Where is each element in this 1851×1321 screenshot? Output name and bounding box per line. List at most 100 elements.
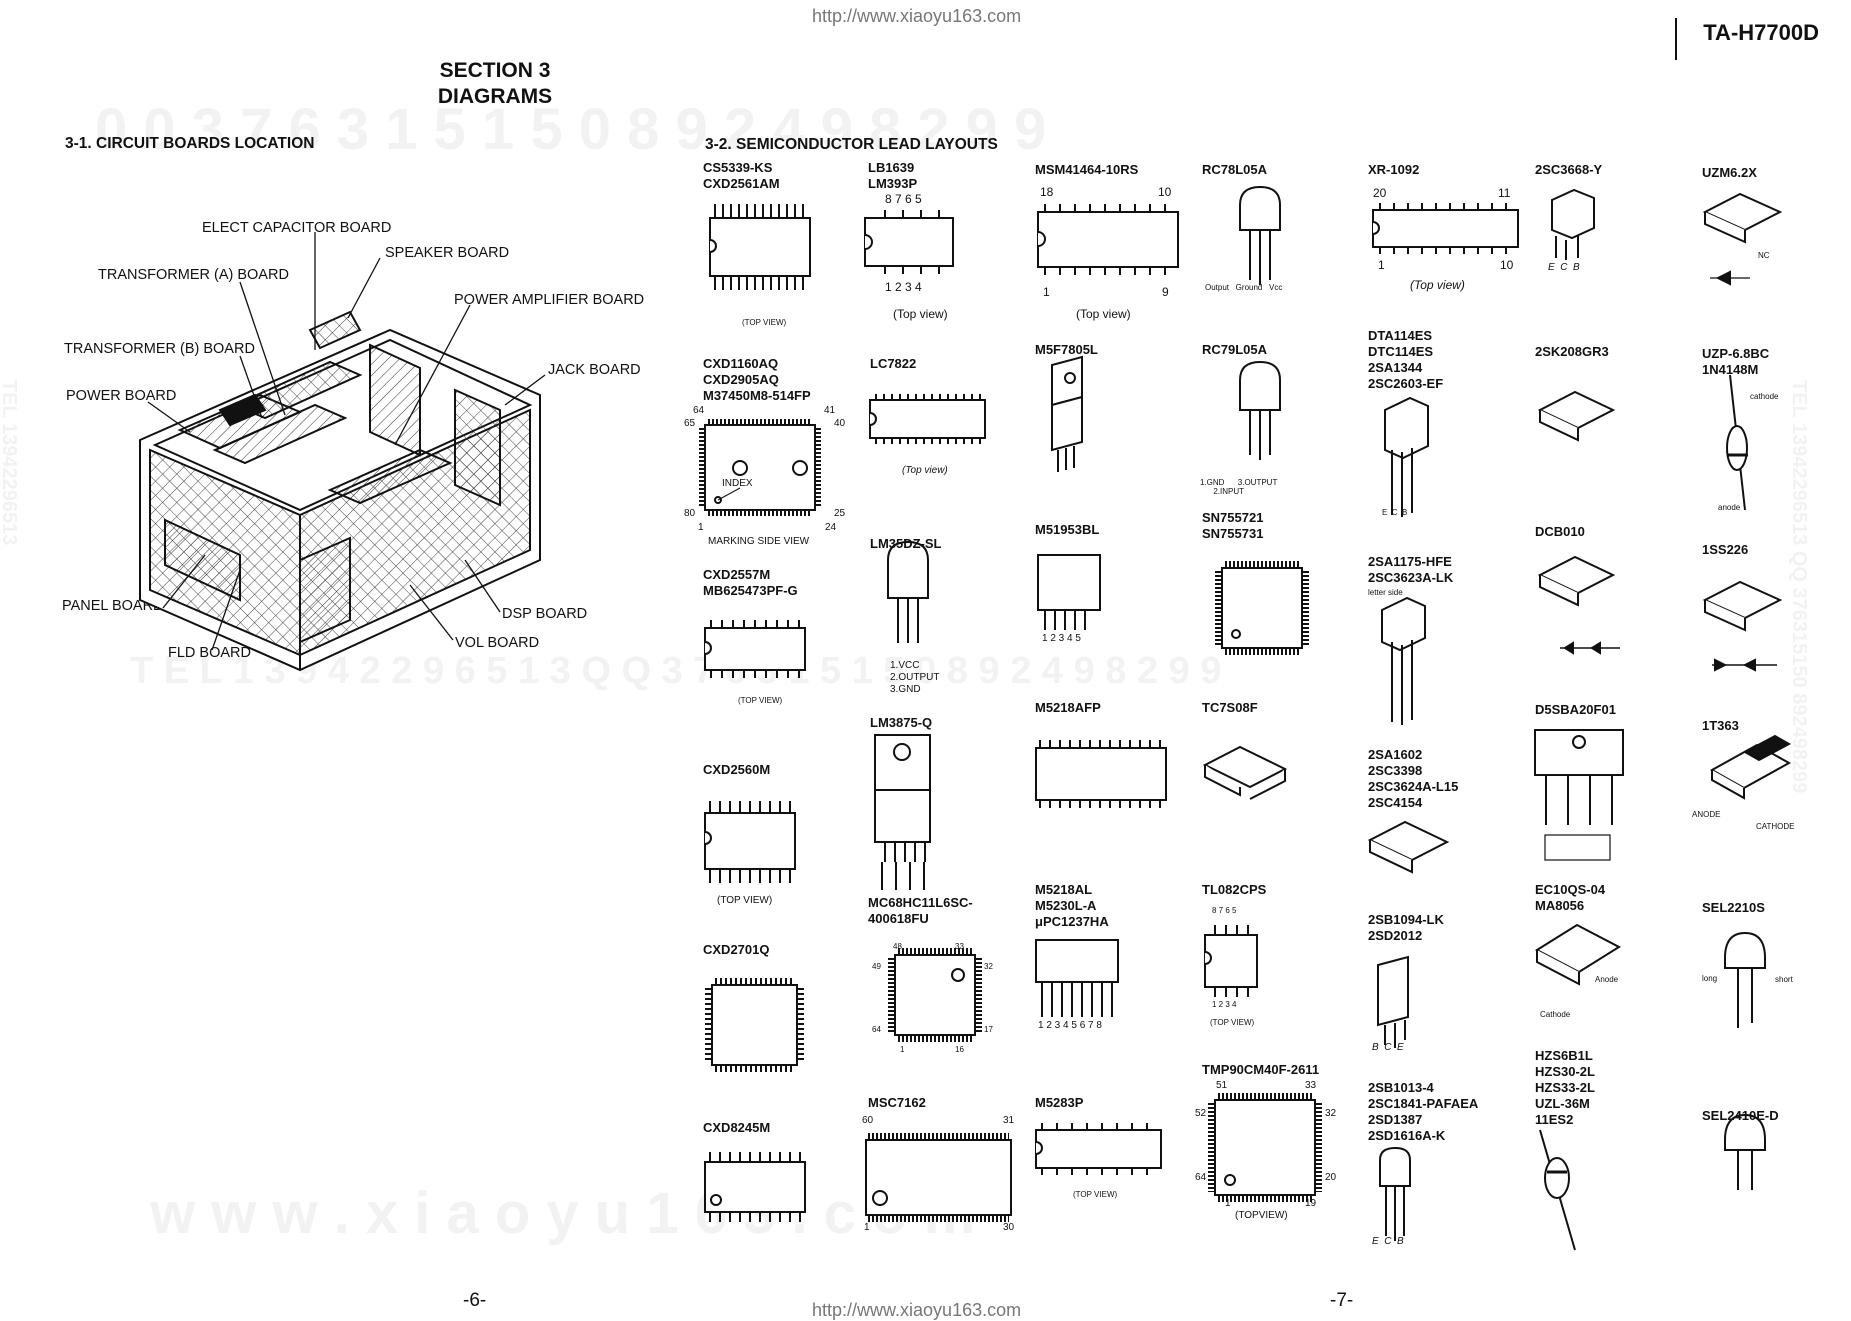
part-tmp90cm40f: TMP90CM40F-2611 [1202,1062,1320,1077]
caption-rc79-pins: 1.GND 3.OUTPUT 2.INPUT [1200,478,1278,496]
ic-lm35dz [887,540,929,643]
caption-top-view: (TOP VIEW) [1210,1018,1255,1027]
part-sn755721: SN755721 SN755731 [1202,510,1264,541]
caption-bce: B C E [1372,1042,1404,1053]
part-m51953bl: M51953BL [1035,522,1100,537]
url-bottom[interactable]: http://www.xiaoyu163.com [812,1300,1022,1320]
part-cs5339: CS5339-KS CXD2561AM [703,160,780,191]
pin-msm-1: 1 [1043,285,1050,299]
label-jack-board: JACK BOARD [548,362,641,378]
page-number-left: -6- [463,1290,487,1311]
caption-nc: NC [1758,251,1770,260]
semiconductor-heading: 3-2. SEMICONDUCTOR LEAD LAYOUTS [705,136,998,153]
board-leader-lines [147,232,546,651]
chassis-illustration [139,310,541,672]
label-elect-capacitor-board: ELECT CAPACITOR BOARD [202,220,392,236]
caption-ecb: E C B [1382,508,1408,517]
part-2sk208gr3: 2SK208GR3 [1535,344,1609,359]
pins-lb1639-top: 8 7 6 5 [885,192,922,206]
pin-qfp-40: 40 [834,418,846,429]
pin-xr-10: 10 [1500,258,1514,272]
transistor-2sa1602 [1367,820,1450,874]
ic-m5f7805l [1051,355,1083,472]
label-fld-board: FLD BOARD [168,645,251,661]
pin-mc-33: 33 [955,942,964,951]
part-sel2210s: SEL2210S [1702,900,1765,915]
part-uzp6.8bc: UZP-6.8BC 1N4148M [1702,346,1770,377]
caption-anode-mixed: Anode [1595,975,1619,984]
diode-uzm6.2x [1702,192,1783,286]
diode-hzs6b1l [1539,1129,1576,1251]
part-hzs6b1l: HZS6B1L HZS30-2L HZS33-2L UZL-36M 11ES2 [1535,1048,1595,1127]
pin-qfp-1: 1 [698,522,704,533]
caption-top-view: (Top view) [1410,278,1465,292]
caption-top-view: (TOP VIEW) [717,895,773,906]
caption-top-view: (TOP VIEW) [738,696,783,705]
section-number: SECTION 3 [439,59,551,82]
pins-tl082-top: 8 7 6 5 [1212,906,1237,915]
caption-anode-upper: ANODE [1692,810,1721,819]
pin-qfp-25: 25 [834,508,846,519]
pin-mc-16: 16 [955,1045,964,1054]
pin-mc-48: 48 [893,942,902,951]
caption-ecb: E C B [1548,262,1580,273]
pin-qfp-41: 41 [824,405,836,416]
label-panel-board: PANEL BOARD [62,598,164,614]
ic-lc7822 [869,394,986,444]
pin-msm-10: 10 [1158,185,1172,199]
caption-cathode-upper: CATHODE [1756,822,1795,831]
bridge-d5sba20f01 [1534,729,1624,861]
pin-xr-1: 1 [1378,258,1385,272]
part-xr1092: XR-1092 [1368,162,1420,177]
ic-cxd2557 [704,620,806,678]
pin-tmp-19: 19 [1305,1198,1317,1209]
part-dta114es: DTA114ES DTC114ES 2SA1344 2SC2603-EF [1368,328,1444,391]
part-m5218al: M5218AL M5230L-A μPC1237HA [1035,882,1109,929]
diode-dcb010 [1537,555,1620,655]
part-lm35dz: LM35DZ-SL [870,536,942,551]
part-cxd2560m: CXD2560M [703,762,771,777]
ic-cxd8245 [704,1152,806,1222]
pins-lb1639-bottom: 1 2 3 4 [885,280,922,294]
ic-tl082 [1204,925,1258,997]
caption-top-view: (Top view) [902,465,948,476]
caption-cathode: cathode [1750,392,1779,401]
ic-rc79l05a [1239,360,1281,460]
url-top[interactable]: http://www.xiaoyu163.com [812,6,1022,26]
ic-m51953bl [1037,554,1101,630]
caption-lm35-pins: 1.VCC 2.OUTPUT 3.GND [890,660,940,695]
part-lc7822: LC7822 [870,356,917,371]
pins-m5218al: 1 2 3 4 5 6 7 8 [1038,1020,1102,1031]
label-dsp-board: DSP BOARD [502,606,588,622]
pin-msc-31: 31 [1003,1115,1015,1126]
pin-mc-1: 1 [900,1045,905,1054]
label-transformer-b-board: TRANSFORMER (B) BOARD [64,341,255,357]
pin-qfp-24: 24 [825,522,837,533]
part-rc78l05a: RC78L05A [1202,162,1268,177]
label-power-amplifier-board: POWER AMPLIFIER BOARD [454,292,645,308]
model-number: TA-H7700D [1675,18,1843,60]
diode-1ss226 [1702,580,1783,672]
caption-index: INDEX [722,478,753,489]
pin-tmp-51: 51 [1216,1080,1228,1091]
part-ec10qs: EC10QS-04 MA8056 [1535,882,1606,913]
pin-mc-32: 32 [984,962,993,971]
ic-m5218al [1035,939,1119,1017]
pin-tmp-20: 20 [1325,1172,1337,1183]
pin-xr-11: 11 [1498,186,1511,200]
part-2sc3668: 2SC3668-Y [1535,162,1603,177]
transistor-2sb1013 [1379,1146,1411,1241]
ic-m5218afp [1035,740,1167,808]
part-1ss226: 1SS226 [1702,542,1749,557]
ic-xr1092 [1372,203,1519,254]
part-2sa1602: 2SA1602 2SC3398 2SC3624A-L15 2SC4154 [1368,747,1459,810]
caption-short: short [1775,975,1793,984]
pin-xr-20: 20 [1373,186,1387,200]
pin-mc-64: 64 [872,1025,881,1034]
ic-m5283p [1035,1123,1162,1175]
ic-msc7162 [865,1133,1012,1222]
pin-tmp-64: 64 [1195,1172,1207,1183]
ic-mc68hc11-qfp [888,948,982,1042]
led-sel2410e [1724,1113,1766,1190]
pin-tmp-33: 33 [1305,1080,1317,1091]
